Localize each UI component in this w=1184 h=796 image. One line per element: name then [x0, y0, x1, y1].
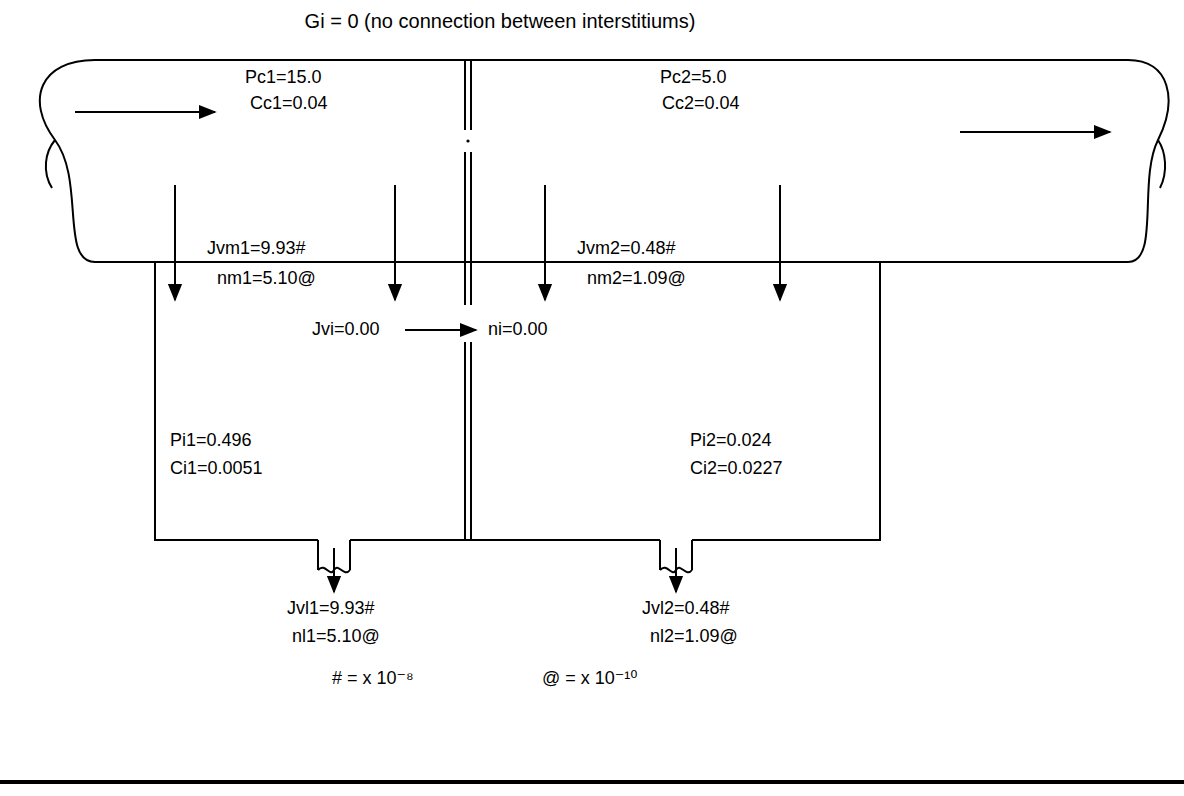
- capillary-wall: [95, 261, 1128, 263]
- flux-label: Jvi=0.00: [310, 319, 382, 340]
- interstitium-wall: [155, 262, 318, 540]
- tube-end: [40, 60, 95, 262]
- flux-arrow: [405, 329, 476, 331]
- unit-note: @ = x 10⁻¹⁰: [540, 668, 640, 689]
- flux-label: Jvl2=0.48#: [640, 598, 732, 619]
- unit-note: # = x 10⁻⁸: [330, 668, 416, 689]
- flux-arrow: [779, 185, 781, 300]
- flux-label: Jvm2=0.48#: [575, 238, 678, 259]
- interstitium-wall: [692, 262, 880, 540]
- capillary-compartment: Pc2=5.0Cc2=0.04: [476, 62, 1110, 185]
- lymph-arrow: [333, 548, 335, 592]
- flux-arrow: [394, 185, 396, 300]
- flow-arrow: [960, 131, 1110, 133]
- flux-arrow: [174, 185, 176, 300]
- flux-label: ni=0.00: [486, 319, 550, 340]
- capillary-wall: [95, 59, 1128, 61]
- value-text: Ci1=0.0051: [170, 458, 263, 479]
- barrier-dot: [466, 139, 469, 142]
- value-text: Pc1=15.0: [245, 67, 322, 88]
- tube-end: [1128, 60, 1168, 262]
- value-text: Cc1=0.04: [250, 93, 328, 114]
- capillary-compartment: Pc1=15.0Cc1=0.04: [75, 62, 460, 185]
- bottom-rule: [0, 780, 1184, 784]
- value-text: Pc2=5.0: [660, 67, 727, 88]
- value-text: Pi1=0.496: [170, 430, 252, 451]
- flow-arrow: [75, 111, 215, 113]
- value-text: Ci2=0.0227: [690, 458, 783, 479]
- flux-label: nm2=1.09@: [585, 268, 688, 289]
- tube-end: [46, 140, 55, 188]
- flux-arrow: [544, 185, 546, 300]
- diagram-title: Gi = 0 (no connection between interstiti…: [305, 10, 696, 33]
- lymph-arrow: [675, 548, 677, 592]
- flux-label: nm1=5.10@: [215, 268, 318, 289]
- flux-label: Jvm1=9.93#: [205, 238, 308, 259]
- value-text: Cc2=0.04: [662, 93, 740, 114]
- flux-label: nl2=1.09@: [648, 626, 740, 647]
- tube-end: [1158, 140, 1165, 188]
- flux-label: Jvl1=9.93#: [285, 598, 377, 619]
- value-text: Pi2=0.024: [690, 430, 772, 451]
- barrier: [465, 60, 471, 540]
- flux-label: nl1=5.10@: [290, 626, 382, 647]
- interstitium-wall: [350, 539, 660, 541]
